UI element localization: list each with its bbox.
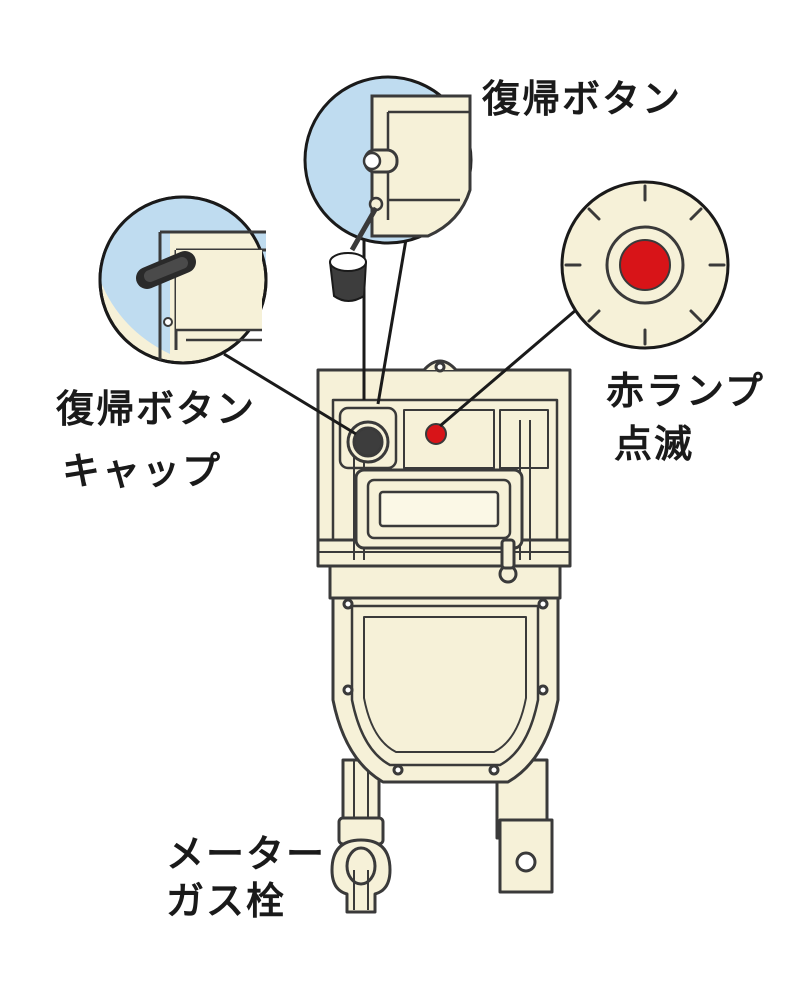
callout-reset-button-cap (98, 195, 268, 365)
callout-red-lamp (560, 180, 730, 350)
callout-reset-button (303, 75, 473, 302)
red-lamp (425, 423, 447, 445)
label-meter-gas-valve-line2: ガス栓 (166, 879, 287, 923)
label-reset-button: 復帰ボタン (482, 77, 683, 121)
meter-body (331, 580, 560, 784)
label-red-lamp-line1: 赤ランプ (606, 369, 765, 413)
reset-button-cap (346, 420, 390, 464)
counter-window (354, 468, 524, 550)
label-reset-button-cap-line1: 復帰ボタン (56, 387, 257, 431)
label-red-lamp-line2: 点滅 (614, 422, 695, 466)
label-meter-gas-valve-line1: メーター (166, 832, 327, 876)
label-reset-button-cap-line2: キャップ (62, 449, 223, 493)
meter-gas-valve (330, 816, 392, 914)
red-lamp-callout-light (619, 239, 671, 291)
